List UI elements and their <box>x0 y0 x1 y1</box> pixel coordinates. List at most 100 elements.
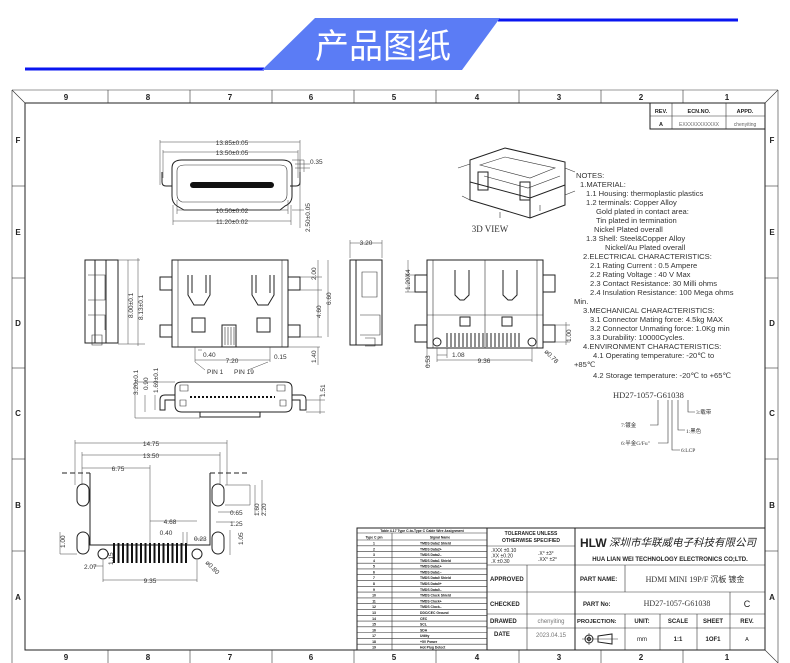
dim-label: 0.23 <box>194 536 207 543</box>
pin-signal-name: TMDS Data1 Shield <box>420 559 451 563</box>
note-line: 2.2 Rating Voltage : 40 V Max <box>590 270 691 279</box>
note-line: 4.ENVIRONMENT CHARACTERISTICS: <box>583 342 721 351</box>
column-label: 5 <box>392 93 397 102</box>
appd-header: APPD. <box>737 109 754 115</box>
dim-label: 1.60 <box>254 503 261 516</box>
column-label: 1 <box>725 93 730 102</box>
pin-signal-name: TMDS Data2– <box>420 553 442 557</box>
note-line: 2.4 Insulation Resistance: 100 Mega ohms <box>590 288 734 297</box>
pin-signal-name: TMDS Data1+ <box>420 565 442 569</box>
pin-19-label: PIN 19 <box>234 369 254 376</box>
title-block: Table 4-17 Type C-to-Type C Cable Wire A… <box>356 527 766 651</box>
scale-label: SCALE <box>668 619 688 625</box>
pin-number: 8 <box>373 582 375 586</box>
dim-label: 13.85±0.05 <box>216 140 249 147</box>
pin-number: 11 <box>372 599 376 603</box>
dim-label: 3.20±0.1 <box>133 369 140 395</box>
note-line: 2.1 Rating Current : 0.5 Ampere <box>590 261 697 270</box>
pin-signal-name: TMDS Clock+ <box>420 599 442 603</box>
pin-number: 10 <box>372 594 376 598</box>
dim-label: 2.00 <box>311 267 318 280</box>
date-label: DATE <box>494 632 510 638</box>
scale-value: 1:1 <box>674 637 683 643</box>
column-labels-bottom: 9 8 7 6 5 4 3 2 1 <box>64 653 730 662</box>
pin-signal-name: TMDS Data0+ <box>420 582 442 586</box>
dim-label: 2.50±0.05 <box>305 203 312 232</box>
dim-label: 14.75 <box>143 441 160 448</box>
contact-slot <box>190 182 274 188</box>
drawed-label: DRAWED <box>490 619 517 625</box>
column-label: 2 <box>639 93 644 102</box>
ecn-value: EXXXXXXXXXXX <box>679 122 720 128</box>
projection-label: PROJECTION: <box>577 619 617 625</box>
note-line: 3.2 Connector Unmating force: 1.0Kg min <box>590 324 730 333</box>
banner-title: 产品图纸 <box>315 28 451 66</box>
dim-label: 1.25 <box>230 521 243 528</box>
column-label: 6 <box>309 93 314 102</box>
rev-value: A <box>745 637 749 643</box>
part-no-label: PART No: <box>583 602 611 608</box>
pin-signal-name: TMDS Clock Shield <box>420 594 451 598</box>
ecn-header: ECN.NO. <box>688 109 711 115</box>
tolerance-value: .X ±0.30 <box>491 559 510 565</box>
part-code-breakdown: HD27-1057-G61038 3:载带 7:镀金 1:黑色 6:半金G/Fu… <box>613 390 712 454</box>
side-view-2: 3.20 <box>349 240 383 347</box>
dim-label: 7.20 <box>226 358 239 365</box>
pin-signal-name: TMDS Data1– <box>420 570 442 574</box>
note-line: +85℃ <box>574 360 596 369</box>
note-line: 1.2 terminals: Copper Alloy <box>586 198 677 207</box>
column-label: 2 <box>639 653 644 662</box>
revision-table: REV. ECN.NO. APPD. A EXXXXXXXXXXX chenyi… <box>649 102 766 130</box>
tolerance-value: .XX ±0.20 <box>491 554 513 560</box>
unit-label: UNIT: <box>634 619 649 625</box>
note-line: Nickel/Au Plated overall <box>605 243 686 252</box>
pin-signal-name: TMDS Data0 Shield <box>420 576 451 580</box>
pin-signal-name: +5V Power <box>420 640 438 644</box>
pin-number: 15 <box>372 623 376 627</box>
column-label: 6 <box>309 653 314 662</box>
dim-label: 11.20±0.02 <box>216 219 248 226</box>
side-view-1: 8.00±0.1 8.13±0.1 <box>84 258 145 346</box>
note-line: 4.1 Operating temperature: -20℃ to <box>593 351 714 360</box>
note-line: 1.MATERIAL: <box>580 180 626 189</box>
pin-signal-name: TMDS Data0– <box>420 588 442 592</box>
dim-label: 1.40 <box>311 350 318 363</box>
pin-1-label: PIN 1 <box>207 369 224 376</box>
dim-label: 9.36 <box>478 358 491 365</box>
callout: 3:载带 <box>696 408 712 416</box>
pin-table-title: Table 4-17 Type C-to-Type C Cable Wire A… <box>380 529 464 533</box>
pin-number: 18 <box>372 640 376 644</box>
top-view-2: 1.20X4 1.00 0.53 1.08 9.36 ø0.78 <box>405 259 573 368</box>
angle-tolerance: .X° ±3° <box>538 551 554 557</box>
dim-label: 0.53 <box>425 355 432 368</box>
drawed-value: chenyiting <box>537 619 564 625</box>
pin-signal-name: CEC <box>420 617 428 621</box>
pin-signal-name: TMDS Data2 Shield <box>420 541 451 545</box>
iso-view: 3D VIEW <box>457 147 576 234</box>
note-line: NOTES: <box>576 171 604 180</box>
column-labels-top: 9 8 7 6 5 4 3 2 1 <box>64 93 730 102</box>
note-line: 3.MECHANICAL CHARACTERISTICS: <box>583 306 715 315</box>
row-label: D <box>15 319 21 328</box>
dim-label: 6.75 <box>112 466 125 473</box>
note-line: 3.1 Connector Mating force: 4.5kg MAX <box>590 315 723 324</box>
row-label: E <box>15 228 21 237</box>
column-label: 4 <box>475 653 480 662</box>
company-name-cn: 深圳市华联威电子科技有限公司 <box>609 537 757 549</box>
sheet-value: 1OF1 <box>705 637 721 643</box>
dim-label: 13.50±0.05 <box>216 150 249 157</box>
rev-value: A <box>659 122 663 128</box>
pin-signal-name: Hot Plug Detect <box>420 646 446 650</box>
callout: 6:LCP <box>681 448 695 454</box>
checked-label: CHECKED <box>490 602 520 608</box>
pin-number: 17 <box>372 634 376 638</box>
dim-label: 1.69±0.1 <box>153 367 160 393</box>
bottom-view-1: 3.20±0.1 0.90 1.69±0.1 1.51 <box>133 367 327 419</box>
pin-table-header: Type C pin <box>365 536 382 540</box>
part-no-value: HD27-1057-G61038 <box>644 599 711 608</box>
column-label: 7 <box>228 93 233 102</box>
dim-label: 1.08 <box>452 352 465 359</box>
note-line: Tin plated in termination <box>596 216 677 225</box>
pin-number: 6 <box>373 570 375 574</box>
